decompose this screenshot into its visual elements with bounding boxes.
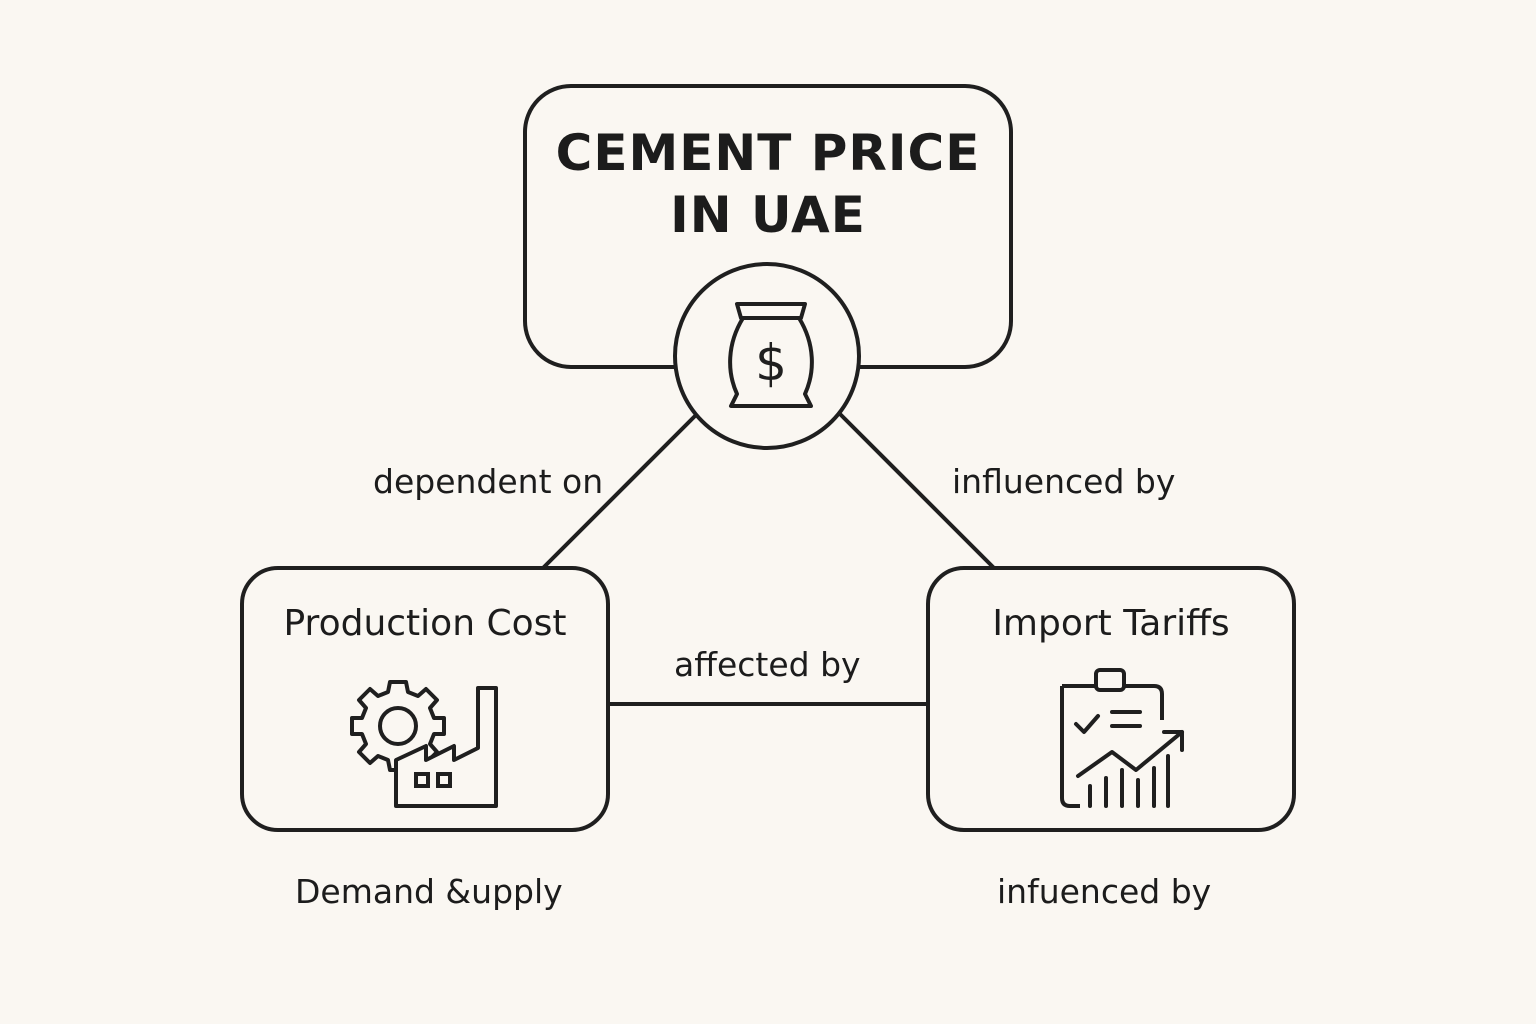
main-title-line1: CEMENT PRICE <box>555 124 981 182</box>
edge-center-tariffs <box>838 412 996 570</box>
label-affected-by: affected by <box>674 645 861 684</box>
label-demand-supply: Demand &upply <box>295 872 563 911</box>
clipboard-chart-icon <box>1060 668 1184 808</box>
production-cost-title: Production Cost <box>283 603 567 644</box>
gear-factory-icon <box>350 680 498 808</box>
main-title-line2: IN UAE <box>670 186 866 244</box>
label-influenced-by: influenced by <box>952 462 1176 501</box>
cement-price-box: CEMENT PRICE IN UAE <box>523 84 1013 369</box>
label-infuenced-by-bottom: infuenced by <box>997 872 1212 911</box>
svg-text:$: $ <box>755 334 787 392</box>
money-bag-icon: $ <box>728 302 814 408</box>
label-dependent-on: dependent on <box>373 462 604 501</box>
main-title: CEMENT PRICE IN UAE <box>527 122 1009 246</box>
edge-center-production <box>541 412 699 570</box>
import-tariffs-title: Import Tariffs <box>992 603 1230 644</box>
money-bag-circle: $ <box>673 262 861 450</box>
production-cost-box: Production Cost <box>240 566 610 832</box>
import-tariffs-box: Import Tariffs <box>926 566 1296 832</box>
